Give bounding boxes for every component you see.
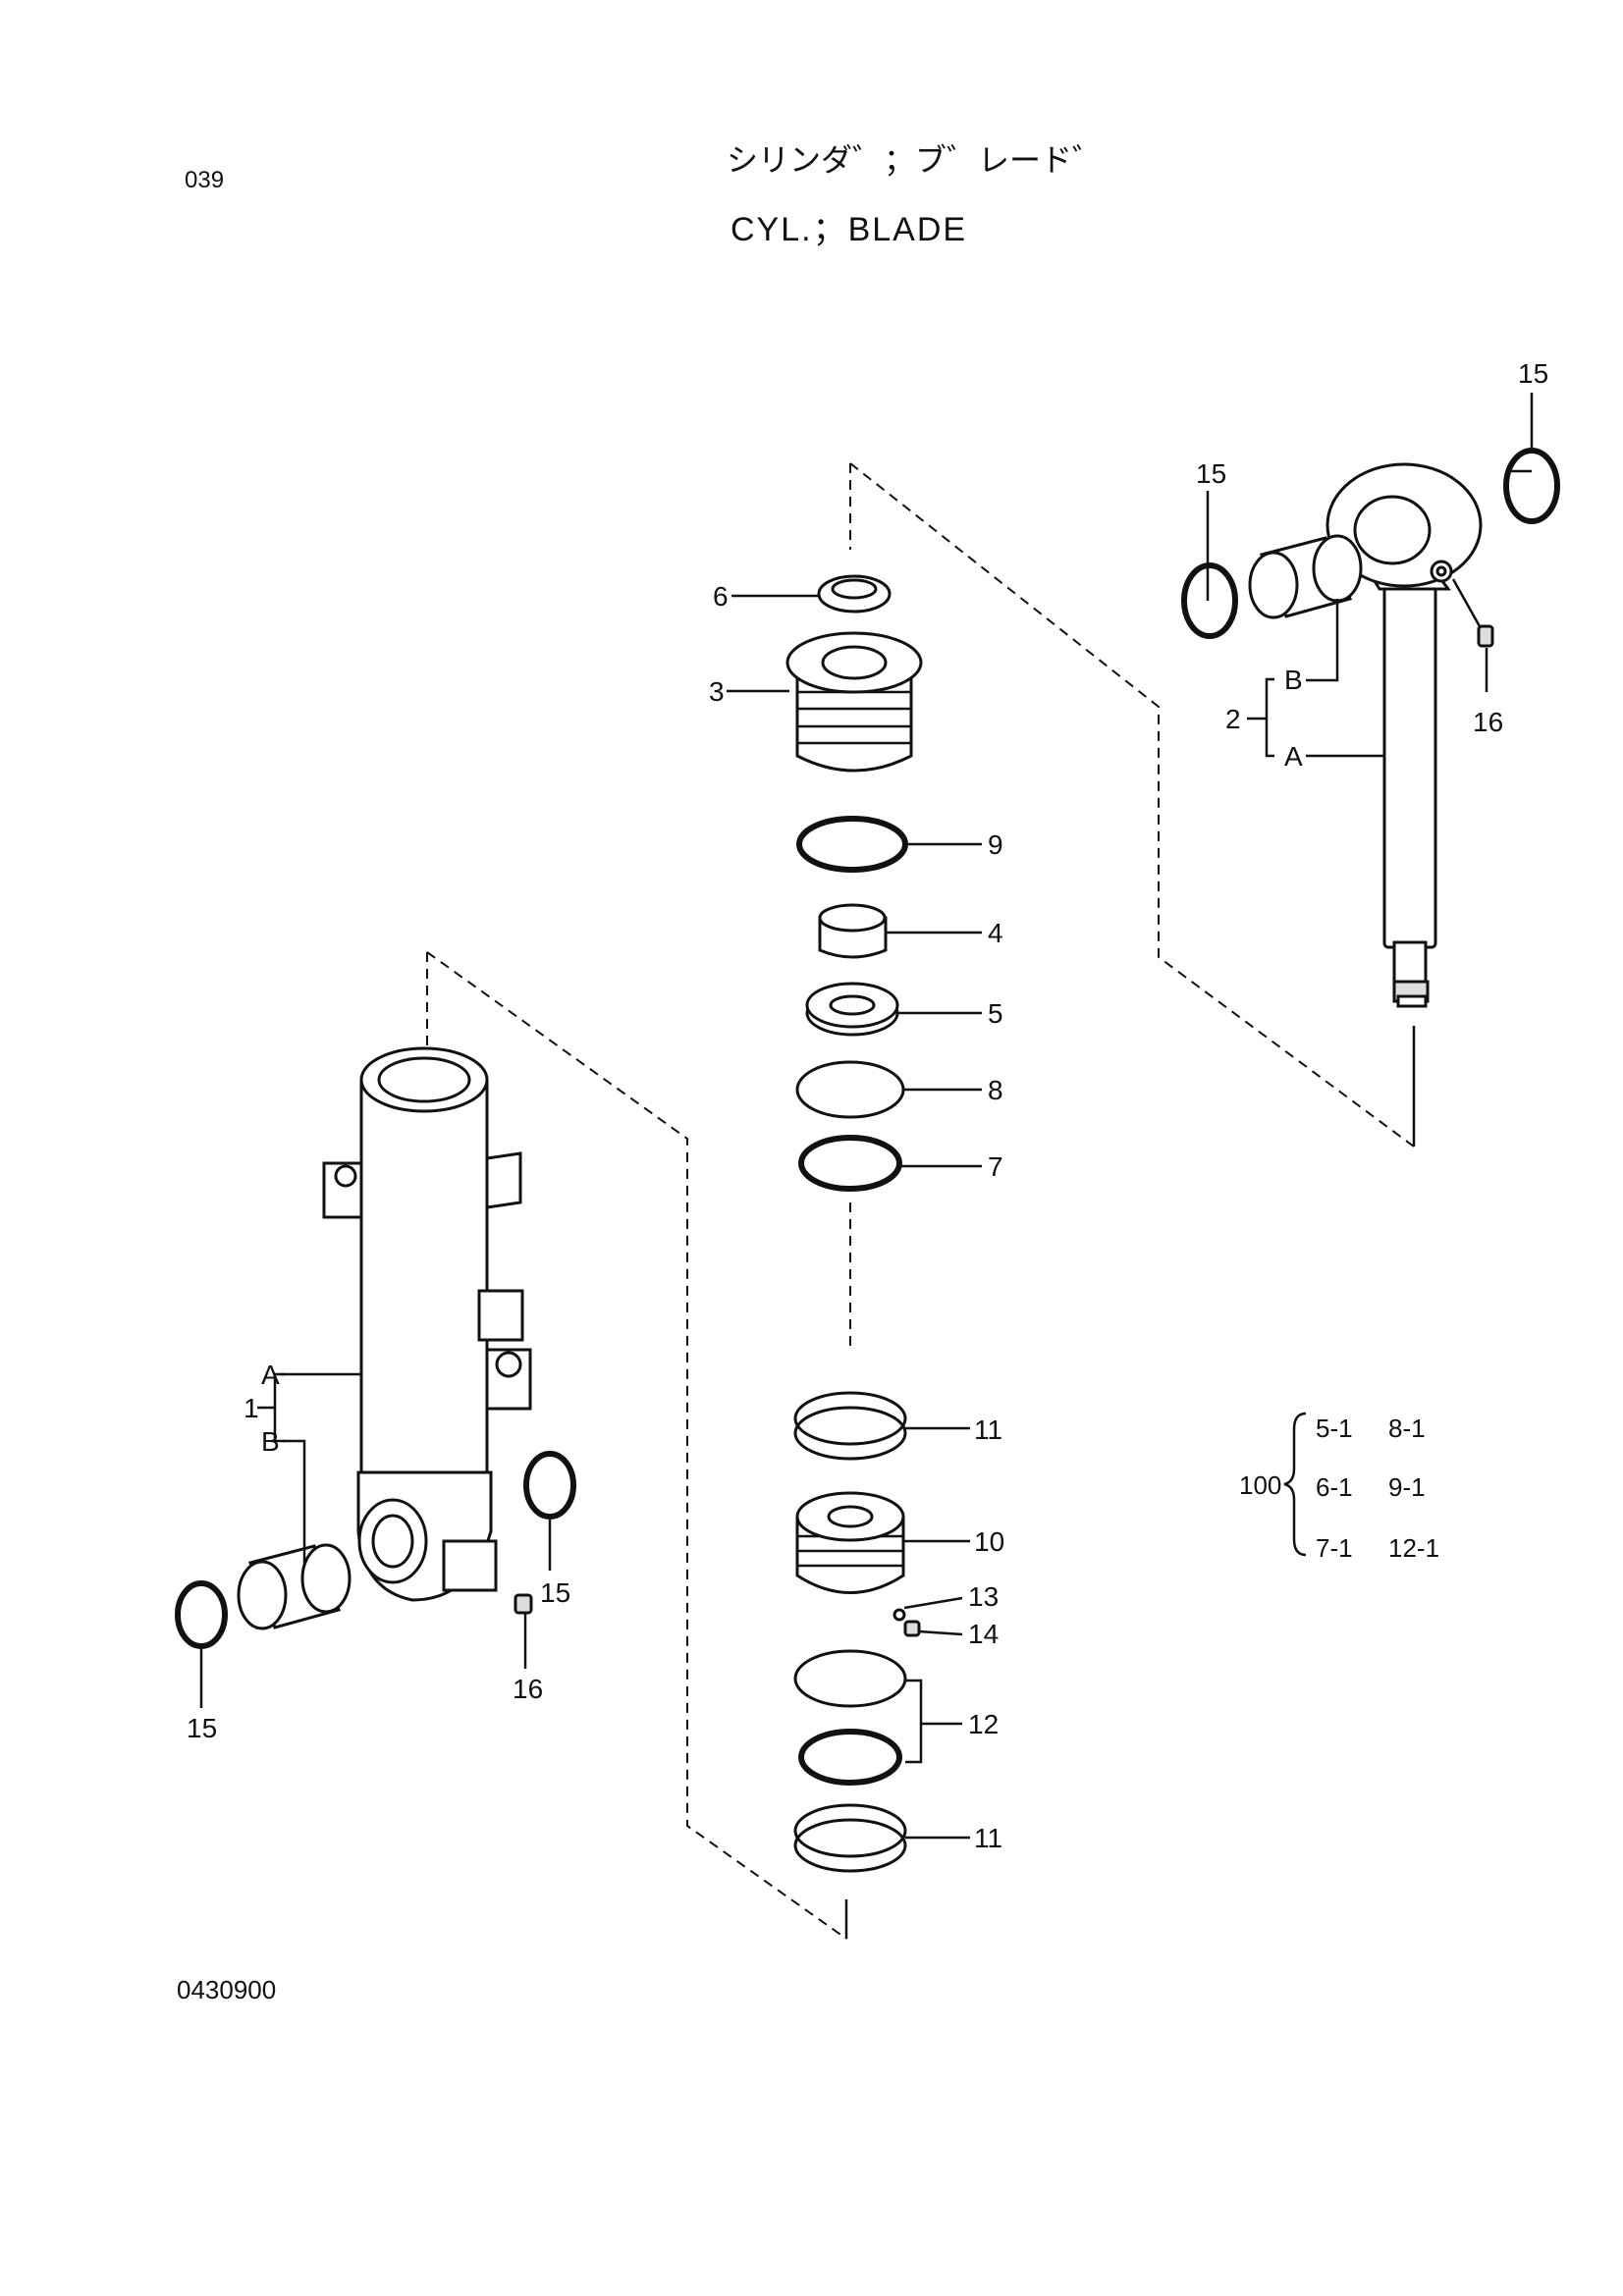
kit-item-r2c1: 12-1 — [1388, 1533, 1439, 1563]
seal-kit-legend: 100 5-1 8-1 6-1 9-1 7-1 12-1 — [1239, 1412, 1439, 1563]
rod-bushing — [1248, 534, 1363, 619]
callout-1: 1 — [243, 1393, 259, 1423]
title-english: CYL.；BLADE — [730, 211, 968, 248]
tube-bushing — [237, 1543, 352, 1630]
piston-rod-assembly — [1325, 462, 1494, 1008]
callout-16-tube: 16 — [513, 1674, 543, 1704]
o-ring-12 — [798, 1729, 902, 1786]
dust-wiper — [817, 574, 892, 614]
leader-lines — [199, 393, 1534, 1840]
steel-ball-13 — [893, 1608, 906, 1622]
slide-ring-11-upper — [793, 1391, 907, 1461]
callout-15-rod-left: 15 — [1196, 458, 1226, 489]
kit-item-r0c0: 5-1 — [1316, 1414, 1353, 1443]
bushing-4 — [818, 903, 888, 959]
callout-1a: A — [261, 1360, 280, 1390]
callout-5: 5 — [988, 998, 1003, 1029]
slide-ring-12 — [793, 1649, 907, 1708]
callout-labels: 6 3 9 4 5 8 7 11 10 13 14 12 11 15 15 2 … — [187, 358, 1548, 1853]
cylinder-tube — [322, 1046, 533, 1615]
callout-4: 4 — [988, 918, 1003, 948]
slide-ring-11-lower — [793, 1803, 907, 1873]
callout-2b: B — [1284, 665, 1303, 695]
callout-11-lower: 11 — [974, 1823, 1002, 1853]
backup-ring-8 — [795, 1060, 905, 1119]
figure-code: 0430900 — [177, 1975, 277, 2004]
callout-9: 9 — [988, 829, 1003, 860]
set-screw-14 — [903, 1620, 921, 1637]
callout-11-upper: 11 — [974, 1415, 1002, 1445]
callout-2: 2 — [1225, 704, 1241, 734]
callout-15-tube-right: 15 — [540, 1577, 570, 1608]
callout-15-tube-left: 15 — [187, 1713, 217, 1743]
callout-6: 6 — [713, 581, 729, 612]
callout-3: 3 — [709, 676, 725, 707]
callout-15-rod-right: 15 — [1518, 358, 1548, 389]
callout-8: 8 — [988, 1075, 1003, 1105]
callout-12: 12 — [968, 1709, 999, 1739]
o-ring-9 — [796, 816, 908, 873]
kit-number: 100 — [1239, 1470, 1281, 1500]
kit-item-r1c0: 6-1 — [1316, 1472, 1353, 1502]
title-japanese: シリンダ゛；ブ゛レード゛ — [727, 142, 1105, 178]
kit-item-r0c1: 8-1 — [1388, 1414, 1426, 1443]
callout-1b: B — [261, 1426, 280, 1457]
piston-10 — [795, 1491, 905, 1594]
o-ring-7 — [798, 1135, 902, 1192]
callout-14: 14 — [968, 1619, 999, 1649]
cylinder-head — [785, 631, 923, 773]
callout-7: 7 — [988, 1151, 1003, 1182]
kit-item-r1c1: 9-1 — [1388, 1472, 1426, 1502]
callout-2a: A — [1284, 741, 1303, 772]
callout-13: 13 — [968, 1581, 999, 1612]
callout-10: 10 — [974, 1526, 1004, 1557]
kit-item-r2c0: 7-1 — [1316, 1533, 1353, 1563]
callout-16-rod: 16 — [1473, 707, 1503, 737]
page-number: 039 — [185, 167, 225, 193]
assembly-dashed-lines — [426, 462, 1416, 1940]
seal-5 — [805, 982, 899, 1037]
